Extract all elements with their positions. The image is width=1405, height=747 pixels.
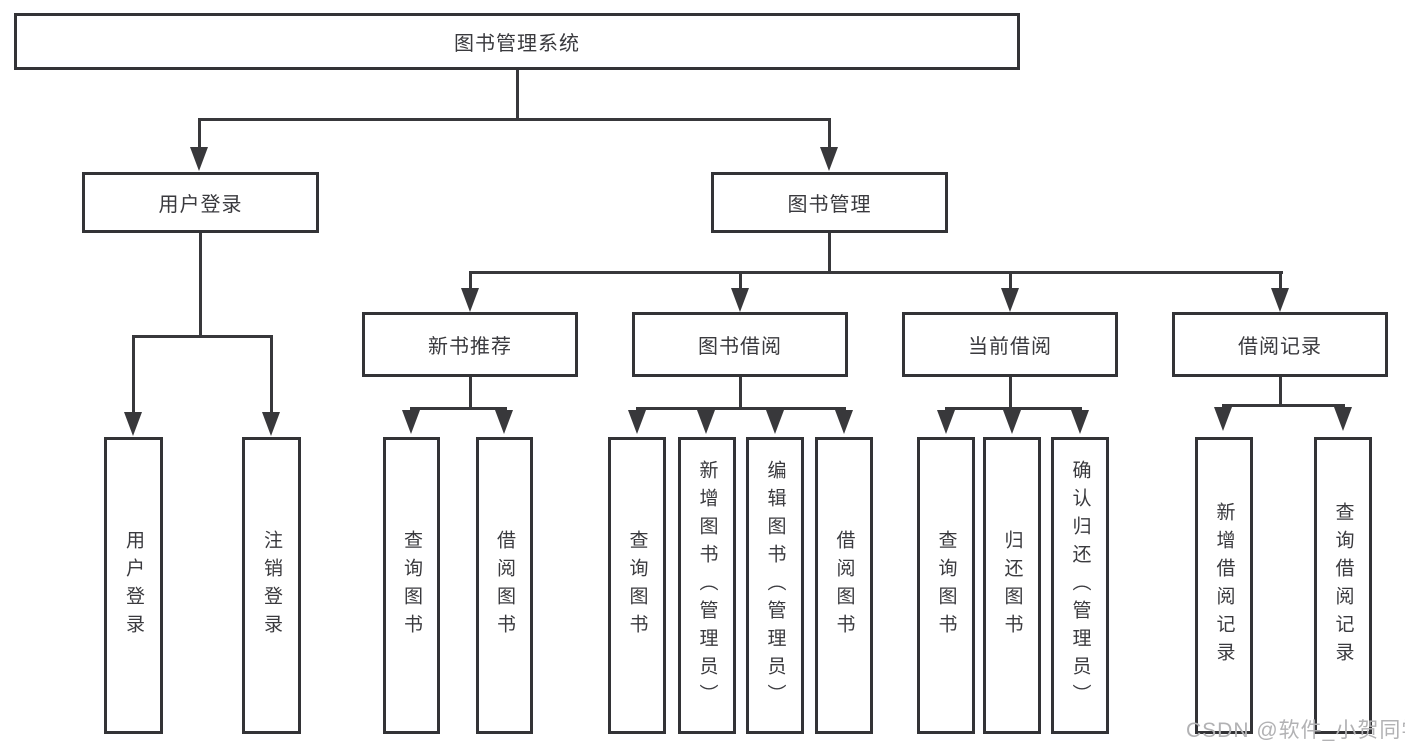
leaf-label: 确认归还（管理员） [1069, 459, 1091, 712]
node-book-management: 图书管理 [711, 172, 948, 233]
node-library-management-system: 图书管理系统 [14, 13, 1020, 70]
leaf-label: 新增图书（管理员） [696, 459, 718, 712]
leaf-query-borrow-record: 查询借阅记录 [1314, 437, 1372, 734]
leaf-query-books-current: 查询图书 [917, 437, 975, 734]
leaf-edit-books-admin: 编辑图书（管理员） [746, 437, 804, 734]
leaf-label: 查询图书 [626, 529, 648, 642]
leaf-label: 查询借阅记录 [1332, 501, 1354, 670]
leaf-add-books-admin: 新增图书（管理员） [678, 437, 736, 734]
arrow-down-icon [628, 410, 646, 434]
connector-line [469, 271, 1283, 274]
connector-line [516, 70, 519, 120]
arrow-down-icon [697, 410, 715, 434]
connector-line [469, 377, 472, 409]
node-label: 当前借阅 [968, 336, 1052, 358]
leaf-user-login: 用户登录 [104, 437, 163, 734]
leaf-query-books-borrowing: 查询图书 [608, 437, 666, 734]
node-user-login: 用户登录 [82, 172, 319, 233]
leaf-label: 借阅图书 [494, 529, 515, 642]
connector-line [198, 118, 201, 150]
arrow-down-icon [262, 412, 280, 436]
node-label: 图书借阅 [698, 336, 782, 358]
leaf-label: 用户登录 [123, 529, 144, 642]
leaf-return-books: 归还图书 [983, 437, 1041, 734]
connector-line [739, 271, 742, 289]
arrow-down-icon [402, 410, 420, 434]
node-borrowing-records: 借阅记录 [1172, 312, 1388, 377]
leaf-add-borrow-record: 新增借阅记录 [1195, 437, 1253, 734]
arrow-down-icon [495, 410, 513, 434]
arrow-down-icon [1003, 410, 1021, 434]
connector-line [199, 233, 202, 337]
connector-line [1009, 377, 1012, 409]
connector-line [270, 335, 273, 415]
arrow-down-icon [1001, 288, 1019, 312]
leaf-label: 编辑图书（管理员） [764, 459, 786, 712]
leaf-borrow-books-recommend: 借阅图书 [476, 437, 533, 734]
node-label: 新书推荐 [428, 336, 512, 358]
leaf-confirm-return-admin: 确认归还（管理员） [1051, 437, 1109, 734]
leaf-label: 借阅图书 [833, 529, 855, 642]
watermark: CSDN @软件_小贺同学 [1186, 719, 1405, 742]
connector-line [828, 118, 831, 150]
arrow-down-icon [731, 288, 749, 312]
node-current-borrowing: 当前借阅 [902, 312, 1118, 377]
connector-line [945, 407, 1082, 410]
arrow-down-icon [1214, 407, 1232, 431]
connector-line [1222, 404, 1345, 407]
connector-line [410, 407, 507, 410]
leaf-query-books-recommend: 查询图书 [383, 437, 440, 734]
arrow-down-icon [835, 410, 853, 434]
arrow-down-icon [1334, 407, 1352, 431]
arrow-down-icon [461, 288, 479, 312]
leaf-label: 注销登录 [261, 529, 282, 642]
connector-line [1279, 377, 1282, 406]
connector-line [1009, 271, 1012, 289]
connector-line [132, 335, 135, 415]
arrow-down-icon [937, 410, 955, 434]
leaf-label: 查询图书 [401, 529, 422, 642]
leaf-label: 归还图书 [1001, 529, 1023, 642]
connector-line [828, 233, 831, 274]
connector-line [132, 335, 273, 338]
arrow-down-icon [820, 147, 838, 171]
arrow-down-icon [124, 412, 142, 436]
arrow-down-icon [1271, 288, 1289, 312]
leaf-borrow-books-borrowing: 借阅图书 [815, 437, 873, 734]
leaf-label: 查询图书 [935, 529, 957, 642]
connector-line [1279, 271, 1282, 289]
node-new-book-recommendation: 新书推荐 [362, 312, 578, 377]
connector-line [198, 118, 831, 121]
node-label: 图书管理系统 [454, 33, 580, 55]
node-label: 用户登录 [158, 194, 243, 216]
leaf-logout: 注销登录 [242, 437, 301, 734]
connector-line [469, 271, 472, 289]
leaf-label: 新增借阅记录 [1213, 501, 1235, 670]
arrow-down-icon [766, 410, 784, 434]
connector-line [636, 407, 846, 410]
node-label: 图书管理 [787, 194, 872, 216]
arrow-down-icon [190, 147, 208, 171]
arrow-down-icon [1071, 410, 1089, 434]
node-book-borrowing: 图书借阅 [632, 312, 848, 377]
node-label: 借阅记录 [1238, 336, 1322, 358]
connector-line [739, 377, 742, 409]
